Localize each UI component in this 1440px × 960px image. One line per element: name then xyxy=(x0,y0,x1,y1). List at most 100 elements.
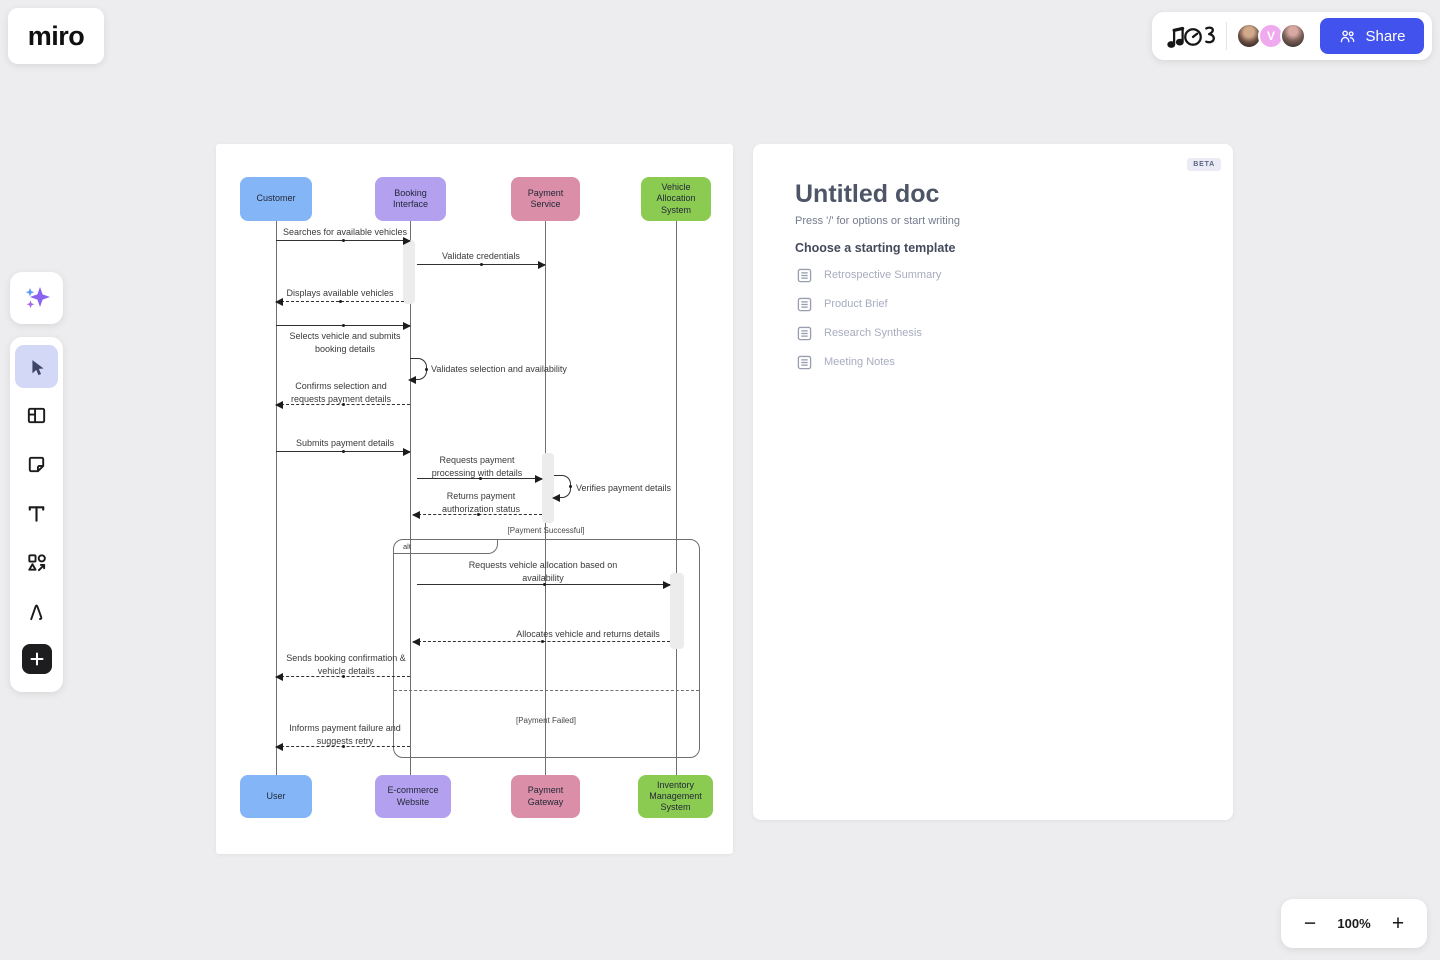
actor-label: Payment Service xyxy=(527,187,564,209)
tools-toolbar xyxy=(10,337,63,692)
ai-assist-button[interactable] xyxy=(10,272,63,324)
document-icon xyxy=(797,297,812,311)
activation-bar xyxy=(542,453,554,523)
template-label: Product Brief xyxy=(824,298,888,310)
actor-payment-service[interactable]: Payment Service xyxy=(511,177,580,221)
message-label: Requests payment processing with details xyxy=(431,455,523,478)
message-label: Displays available vehicles xyxy=(286,288,394,298)
doc-placeholder[interactable]: Press '/' for options or start writing xyxy=(795,215,960,227)
message-arrow[interactable] xyxy=(417,580,671,589)
message-arrow[interactable] xyxy=(275,297,404,306)
template-item-product-brief[interactable]: Product Brief xyxy=(797,294,888,314)
message-label: Validate credentials xyxy=(442,251,520,261)
self-message-arrow[interactable] xyxy=(408,358,428,384)
alt-fragment-divider xyxy=(394,690,699,691)
template-label: Meeting Notes xyxy=(824,356,895,368)
actor-label: Booking Interface xyxy=(392,187,429,209)
template-label: Research Synthesis xyxy=(824,327,922,339)
template-item-research-synthesis[interactable]: Research Synthesis xyxy=(797,323,922,343)
template-item-retrospective-summary[interactable]: Retrospective Summary xyxy=(797,265,941,285)
alt-operator-label: alt xyxy=(403,542,411,551)
zoom-in-button[interactable]: + xyxy=(1385,913,1411,934)
guard-payment-successful: [Payment Successful] xyxy=(507,526,585,535)
actor-customer[interactable]: Customer xyxy=(240,177,312,221)
actor-payment-gateway[interactable]: Payment Gateway xyxy=(511,775,580,818)
message-arrow[interactable] xyxy=(417,474,543,483)
avatar-initial: V xyxy=(1266,29,1275,43)
activation-bar xyxy=(670,573,684,649)
message-arrow[interactable] xyxy=(275,672,410,681)
self-message-arrow[interactable] xyxy=(552,475,572,502)
message-label: Sends booking confirmation & vehicle det… xyxy=(286,653,406,676)
message-label: Selects vehicle and submits booking deta… xyxy=(289,331,401,354)
message-label: Searches for available vehicles xyxy=(282,227,408,237)
doc-title[interactable]: Untitled doc xyxy=(795,180,940,208)
message-label: Allocates vehicle and returns details xyxy=(516,629,660,639)
collaboration-toolbar: V Share xyxy=(1152,12,1432,60)
message-arrow[interactable] xyxy=(417,260,546,269)
template-label: Retrospective Summary xyxy=(824,269,942,281)
message-arrow[interactable] xyxy=(412,510,542,519)
divider xyxy=(1226,22,1227,50)
shapes-tool[interactable] xyxy=(15,541,58,584)
shapes-icon xyxy=(28,554,46,572)
sequence-diagram-frame[interactable]: alt [Payment Successful] [Payment Failed… xyxy=(216,144,733,854)
lifeline-vehicle-allocation xyxy=(676,221,677,775)
text-tool[interactable] xyxy=(15,492,58,535)
zoom-level[interactable]: 100% xyxy=(1337,916,1371,931)
message-arrow[interactable] xyxy=(275,742,410,751)
miro-logo-text: miro xyxy=(27,20,85,51)
zoom-control: − 100% + xyxy=(1281,899,1427,948)
pen-tool[interactable] xyxy=(15,590,58,633)
actor-label: User xyxy=(266,790,286,801)
message-arrow[interactable] xyxy=(276,236,411,245)
alt-fragment-tab: alt xyxy=(394,540,498,554)
message-label: Returns payment authorization status xyxy=(441,491,521,514)
message-label: Verifies payment details xyxy=(576,483,672,493)
actor-label: Payment Gateway xyxy=(527,785,564,807)
text-icon xyxy=(28,506,45,522)
people-icon xyxy=(1341,30,1355,42)
guard-payment-failed: [Payment Failed] xyxy=(515,716,577,725)
message-arrow[interactable] xyxy=(275,400,410,409)
message-label: Requests vehicle allocation based on ava… xyxy=(468,560,618,583)
templates-heading: Choose a starting template xyxy=(795,241,956,255)
message-label: Confirms selection and requests payment … xyxy=(290,381,392,404)
select-tool[interactable] xyxy=(15,345,58,388)
document-icon xyxy=(797,355,812,369)
doc-panel[interactable]: BETA Untitled doc Press '/' for options … xyxy=(753,144,1233,820)
zoom-out-button[interactable]: − xyxy=(1297,913,1323,934)
document-icon xyxy=(797,268,812,282)
share-button[interactable]: Share xyxy=(1320,18,1424,54)
actor-label: E-commerce Website xyxy=(387,785,439,807)
share-label: Share xyxy=(1365,27,1406,45)
actor-label: Vehicle Allocation System xyxy=(656,182,696,215)
alt-fragment-box[interactable]: alt xyxy=(393,539,700,758)
actor-ecommerce-website[interactable]: E-commerce Website xyxy=(375,775,451,818)
avatar-user-3[interactable] xyxy=(1280,23,1306,49)
beta-badge: BETA xyxy=(1187,158,1221,171)
add-more-tools-button[interactable] xyxy=(21,644,52,674)
message-label: Submits payment details xyxy=(295,438,395,448)
sticky-note-tool[interactable] xyxy=(15,443,58,486)
actor-booking-interface[interactable]: Booking Interface xyxy=(375,177,446,221)
message-arrow[interactable] xyxy=(276,321,411,330)
templates-tool[interactable] xyxy=(15,394,58,437)
pen-icon xyxy=(30,604,43,621)
actor-inventory-management-system[interactable]: Inventory Management System xyxy=(638,775,713,818)
plus-icon xyxy=(30,652,43,666)
document-icon xyxy=(797,326,812,340)
message-arrow[interactable] xyxy=(276,447,411,456)
sticky-note-icon xyxy=(28,456,45,473)
avatar-user-1[interactable] xyxy=(1236,23,1262,49)
actor-user[interactable]: User xyxy=(240,775,312,818)
message-arrow[interactable] xyxy=(412,637,670,646)
cursor-icon xyxy=(31,359,44,375)
miro-logo[interactable]: miro xyxy=(8,8,104,64)
actor-vehicle-allocation-system[interactable]: Vehicle Allocation System xyxy=(641,177,711,221)
message-label: Validates selection and availability xyxy=(431,364,567,374)
music-timer-doodle-icon[interactable] xyxy=(1164,19,1222,53)
layout-icon xyxy=(27,407,46,424)
template-item-meeting-notes[interactable]: Meeting Notes xyxy=(797,352,895,372)
ai-sparkles-icon xyxy=(25,287,50,309)
